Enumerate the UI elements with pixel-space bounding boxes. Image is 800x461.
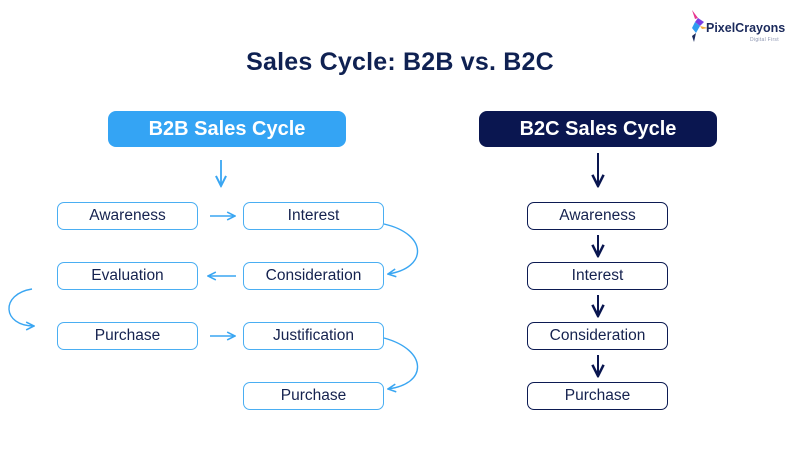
arrow-justification-purchase: [383, 337, 419, 389]
b2c-header: B2C Sales Cycle: [479, 111, 717, 147]
pixelcrayons-logo: PixelCrayons Digital First: [686, 6, 796, 46]
logo-name: PixelCrayons: [706, 21, 786, 35]
b2c-step-purchase: Purchase: [527, 382, 668, 410]
b2b-step-final-purchase: Purchase: [243, 382, 384, 410]
page-title: Sales Cycle: B2B vs. B2C: [246, 48, 554, 76]
b2c-step-interest: Interest: [527, 262, 668, 290]
b2b-step-evaluation: Evaluation: [57, 262, 198, 290]
b2b-step-interest: Interest: [243, 202, 384, 230]
logo-tagline: Digital First: [750, 37, 779, 43]
b2b-step-consideration: Consideration: [243, 262, 384, 290]
b2b-step-justification: Justification: [243, 322, 384, 350]
hummingbird-logo-icon: [692, 10, 708, 42]
b2b-step-awareness: Awareness: [57, 202, 198, 230]
b2b-header: B2B Sales Cycle: [108, 111, 346, 147]
b2c-step-awareness: Awareness: [527, 202, 668, 230]
b2b-step-purchase: Purchase: [57, 322, 198, 350]
arrow-evaluation-purchase: [8, 288, 34, 326]
arrow-interest-consideration: [383, 223, 419, 274]
b2c-step-consideration: Consideration: [527, 322, 668, 350]
